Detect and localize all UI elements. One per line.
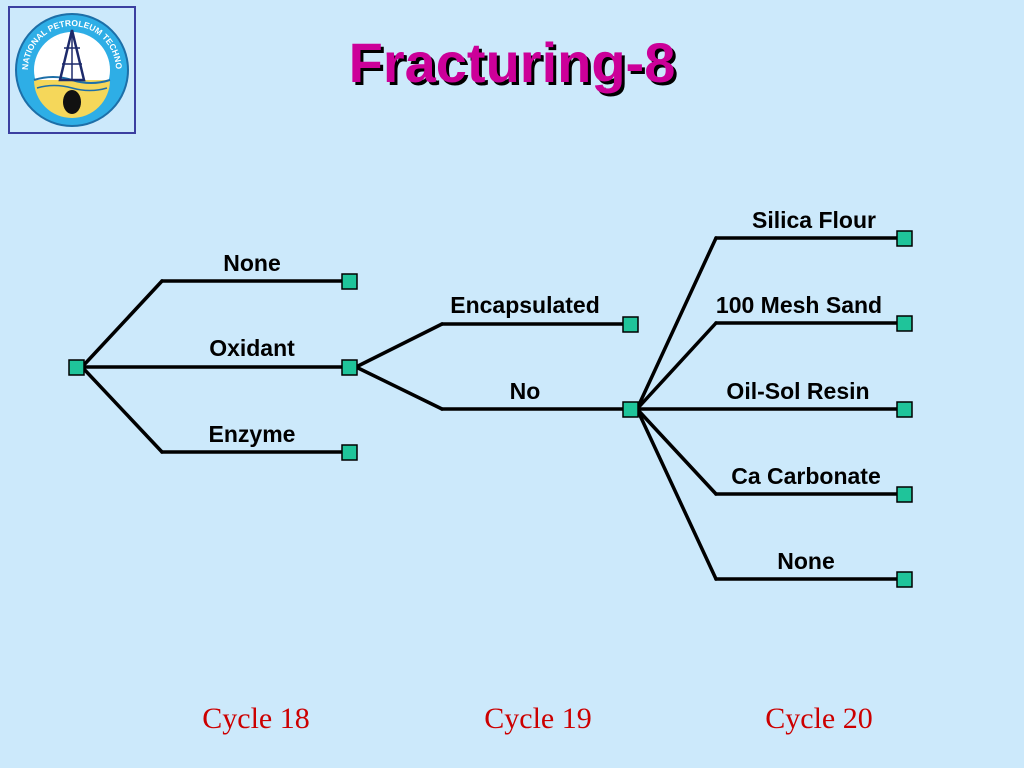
- label-encapsulated: Encapsulated: [450, 292, 600, 318]
- node-silica-flour: [896, 230, 913, 247]
- logo: NATIONAL PETROLEUM TECHNOLOGY OFFICE: [7, 0, 136, 134]
- branch-root-enzyme: [80, 365, 164, 454]
- node-enzyme: [341, 444, 358, 461]
- label-ca-carbonate: Ca Carbonate: [731, 463, 881, 489]
- cycle-19-label: Cycle 19: [484, 702, 592, 735]
- node-oil-sol-resin: [896, 401, 913, 418]
- node-no: [622, 401, 639, 418]
- node-none-final: [896, 571, 913, 588]
- node-oxidant: [341, 359, 358, 376]
- branch-oxidant-no: [354, 365, 444, 411]
- node-none: [341, 273, 358, 290]
- label-oil-sol-resin: Oil-Sol Resin: [726, 378, 870, 404]
- branch-no-mesh: [635, 321, 718, 411]
- label-none: None: [223, 250, 281, 276]
- node-root: [68, 359, 85, 376]
- node-100-mesh-sand: [896, 315, 913, 332]
- cycle-18-label: Cycle 18: [202, 702, 310, 735]
- branch-no-carbonate: [635, 407, 718, 496]
- label-100-mesh-sand: 100 Mesh Sand: [715, 292, 883, 318]
- label-oxidant: Oxidant: [209, 335, 295, 361]
- branch-no-silica: [635, 236, 718, 411]
- tree-nodes: [68, 230, 913, 588]
- cycle-20-label: Cycle 20: [765, 702, 873, 735]
- tree-branches: [80, 236, 900, 581]
- label-none-final: None: [777, 548, 835, 574]
- branch-root-none: [80, 279, 164, 369]
- label-silica-flour: Silica Flour: [752, 207, 876, 233]
- npto-seal-icon: NATIONAL PETROLEUM TECHNOLOGY OFFICE: [7, 0, 129, 127]
- branch-oxidant-encapsulated: [354, 322, 444, 369]
- label-no: No: [509, 378, 541, 404]
- branch-no-none: [635, 407, 718, 581]
- node-encapsulated: [622, 316, 639, 333]
- node-ca-carbonate: [896, 486, 913, 503]
- page-title: Fracturing-8: [348, 31, 676, 94]
- label-enzyme: Enzyme: [208, 421, 296, 447]
